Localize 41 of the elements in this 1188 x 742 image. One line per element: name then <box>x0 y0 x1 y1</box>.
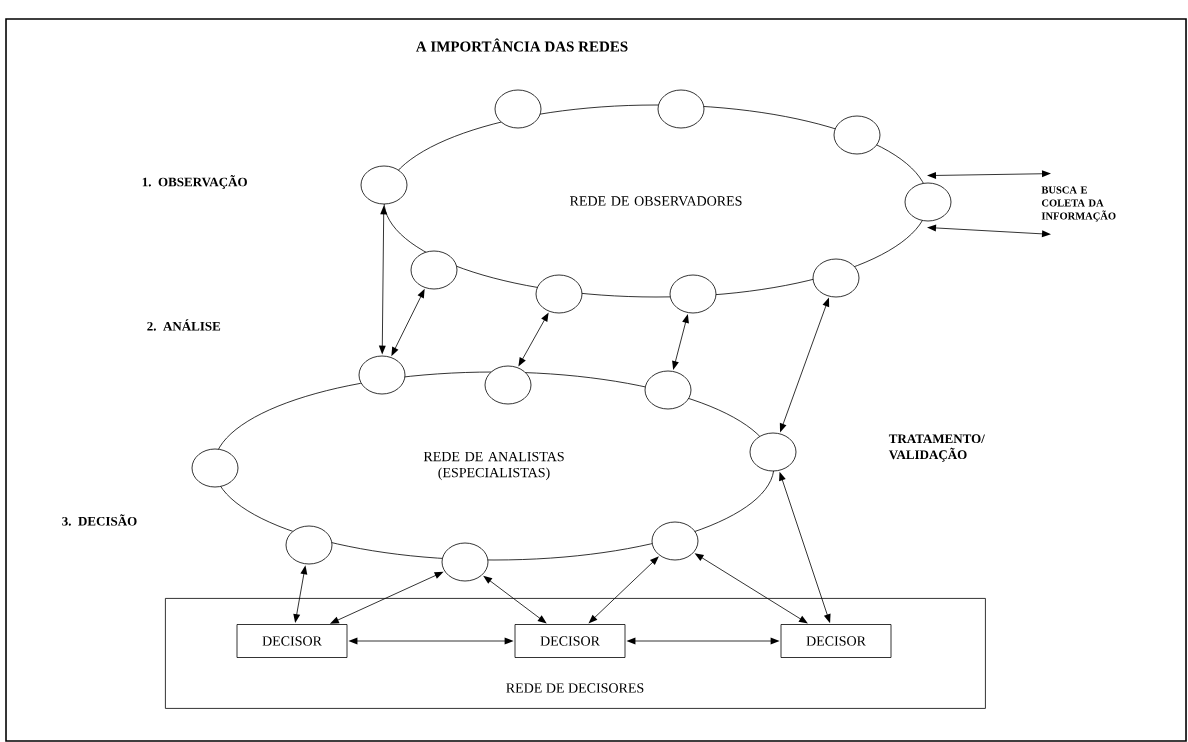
arrow <box>779 297 830 433</box>
decisor-box: DECISOR <box>780 624 892 658</box>
decisor-box: DECISOR <box>514 624 626 658</box>
arrow <box>378 205 388 355</box>
member-circle <box>904 182 952 222</box>
member-circle <box>285 525 333 565</box>
member-circle <box>833 115 881 155</box>
arrow <box>927 170 1051 179</box>
arrow <box>588 556 659 624</box>
arrow <box>391 288 425 357</box>
member-circle <box>484 365 532 405</box>
arrow <box>626 637 780 645</box>
member-circle <box>651 521 699 561</box>
member-circle <box>812 258 860 298</box>
arrow <box>348 637 514 645</box>
stage-label: 3. DECISÃO <box>62 514 137 526</box>
member-circle <box>657 89 705 129</box>
arrow <box>293 565 308 624</box>
member-circle <box>644 370 692 410</box>
member-circle <box>535 274 583 314</box>
arrow <box>694 553 808 624</box>
member-circle <box>669 274 717 314</box>
member-circle <box>191 448 239 488</box>
member-circle <box>360 165 408 205</box>
stage-label: TRATAMENTO/ VALIDAÇÃO <box>888 434 985 462</box>
member-circle <box>410 250 458 290</box>
stage-label: 2. ANÁLISE <box>147 319 221 331</box>
stage-label: 1. OBSERVAÇÃO <box>142 175 247 189</box>
arrow <box>483 575 547 624</box>
arrow <box>927 224 1051 238</box>
member-circle <box>358 355 406 395</box>
decisor-box: DECISOR <box>236 624 348 658</box>
arrow <box>329 571 444 624</box>
member-circle <box>749 432 797 472</box>
side-label: BUSCA E COLETA DA INFORMAÇÃO <box>1041 186 1116 222</box>
arrow <box>779 471 831 624</box>
title: A IMPORTÂNCIA DAS REDES <box>415 38 628 52</box>
arrow <box>672 313 689 371</box>
arrow <box>518 312 549 367</box>
member-circle <box>441 542 489 582</box>
member-circle <box>494 89 542 129</box>
